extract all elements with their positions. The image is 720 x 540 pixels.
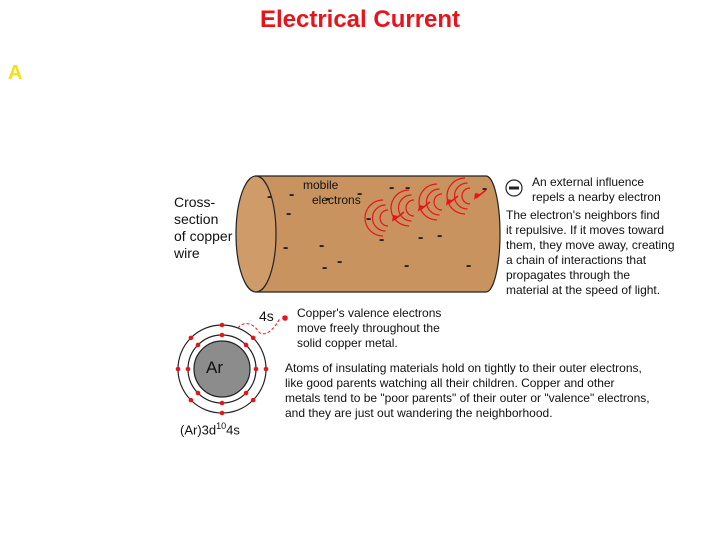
copper-wire [236, 176, 500, 292]
shell-electron [196, 391, 201, 396]
shell-electron [220, 411, 225, 416]
electron-mark: - [405, 179, 410, 196]
shell-electron [220, 401, 225, 406]
electron-mark: - [267, 188, 272, 205]
shell-electron [254, 367, 259, 372]
neighbors-label: The electron's neighbors find it repulsi… [506, 208, 675, 298]
electron-mark: - [366, 210, 371, 227]
shell-electron [189, 336, 194, 341]
electron-mark: - [466, 257, 471, 274]
shell-electron [176, 367, 181, 372]
electron-mark: - [337, 253, 342, 270]
external-influence-label: An external influence repels a nearby el… [532, 175, 661, 205]
orbital-label: 4s [259, 309, 274, 324]
electron-mark: - [283, 239, 288, 256]
shell-electron [244, 343, 249, 348]
valence-electron [282, 315, 288, 321]
shell-electron [220, 333, 225, 338]
external-electron [506, 180, 522, 196]
insulator-paragraph: Atoms of insulating materials hold on ti… [285, 361, 650, 421]
electron-mark: - [286, 205, 291, 222]
electron-mark: - [389, 179, 394, 196]
mobile-electrons-label: mobile electrons [303, 178, 361, 208]
shell-electron [196, 343, 201, 348]
shell-electron [186, 367, 191, 372]
electron-mark: - [322, 259, 327, 276]
shell-electron [220, 323, 225, 328]
electron-mark: - [289, 186, 294, 203]
electron-mark: - [437, 227, 442, 244]
electron-mark: - [404, 257, 409, 274]
electron-mark: - [418, 229, 423, 246]
electron-mark: - [482, 180, 487, 197]
shell-electron [189, 398, 194, 403]
electron-configuration: (Ar)3d104s [180, 419, 240, 437]
electron-mark: - [379, 231, 384, 248]
shell-electron [251, 398, 256, 403]
argon-core-label: Ar [206, 358, 223, 378]
shell-electron [251, 336, 256, 341]
cross-section-label: Cross- section of copper wire [174, 194, 232, 262]
valence-label: Copper's valence electrons move freely t… [297, 306, 441, 351]
electron-mark: - [319, 237, 324, 254]
copper-atom [176, 315, 288, 415]
shell-electron [264, 367, 269, 372]
shell-electron [244, 391, 249, 396]
